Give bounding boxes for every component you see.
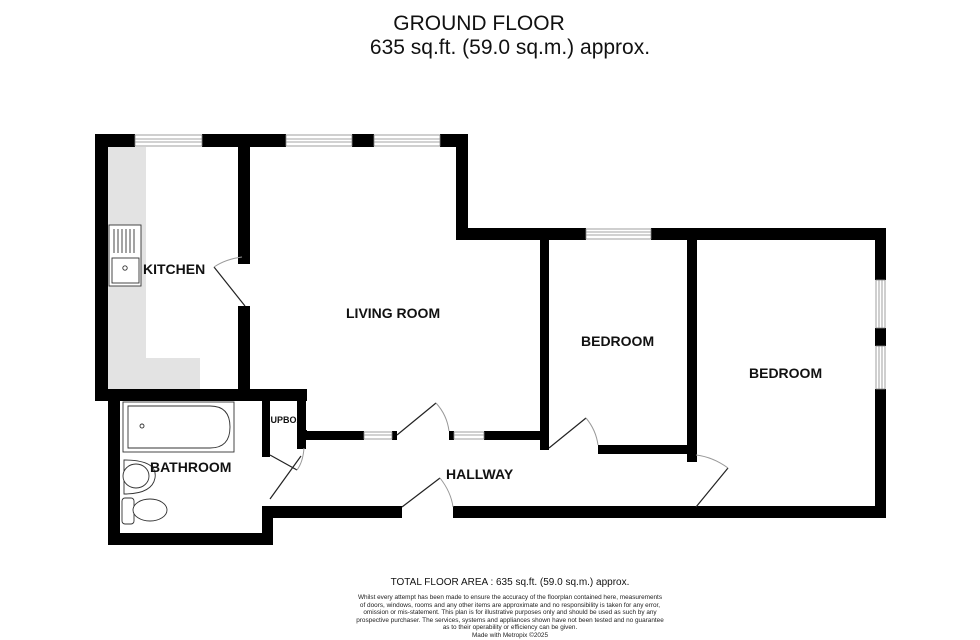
windows xyxy=(134,134,886,440)
room-label-kitchen: KITCHEN xyxy=(143,261,205,277)
disclaimer-line: of doors, windows, rooms and any other i… xyxy=(359,601,661,609)
floor-area: 635 sq.ft. (59.0 sq.m.) approx. xyxy=(369,36,651,59)
room-label-bathroom: BATHROOM xyxy=(150,459,231,475)
disclaimer-line: omission or mis-statement. This plan is … xyxy=(363,609,657,617)
toilet-icon xyxy=(121,497,168,525)
floor-title: GROUND FLOOR xyxy=(393,12,565,35)
disclaimer-line: prospective purchaser. The services, sys… xyxy=(356,616,664,624)
credit: Made with Metropix ©2025 xyxy=(471,631,549,639)
disclaimer-line: Whilst every attempt has been made to en… xyxy=(357,594,663,601)
basin-icon xyxy=(122,459,156,495)
total-floor-area: TOTAL FLOOR AREA : 635 sq.ft. (59.0 sq.m… xyxy=(390,577,630,588)
doors xyxy=(213,256,729,508)
room-label-cupboard: CUPBOARD xyxy=(264,415,317,425)
room-label-bedroom-2: BEDROOM xyxy=(749,365,822,381)
disclaimer-line: as to their operability or efficiency ca… xyxy=(442,624,578,632)
walls xyxy=(95,134,886,545)
room-label-living-room: LIVING ROOM xyxy=(346,305,440,321)
disclaimer: Whilst every attempt has been made to en… xyxy=(340,594,680,640)
bath-icon xyxy=(122,401,235,453)
room-label-hallway: HALLWAY xyxy=(446,466,514,482)
kitchen-sink-icon xyxy=(108,224,142,287)
room-label-bedroom-1: BEDROOM xyxy=(581,333,654,349)
